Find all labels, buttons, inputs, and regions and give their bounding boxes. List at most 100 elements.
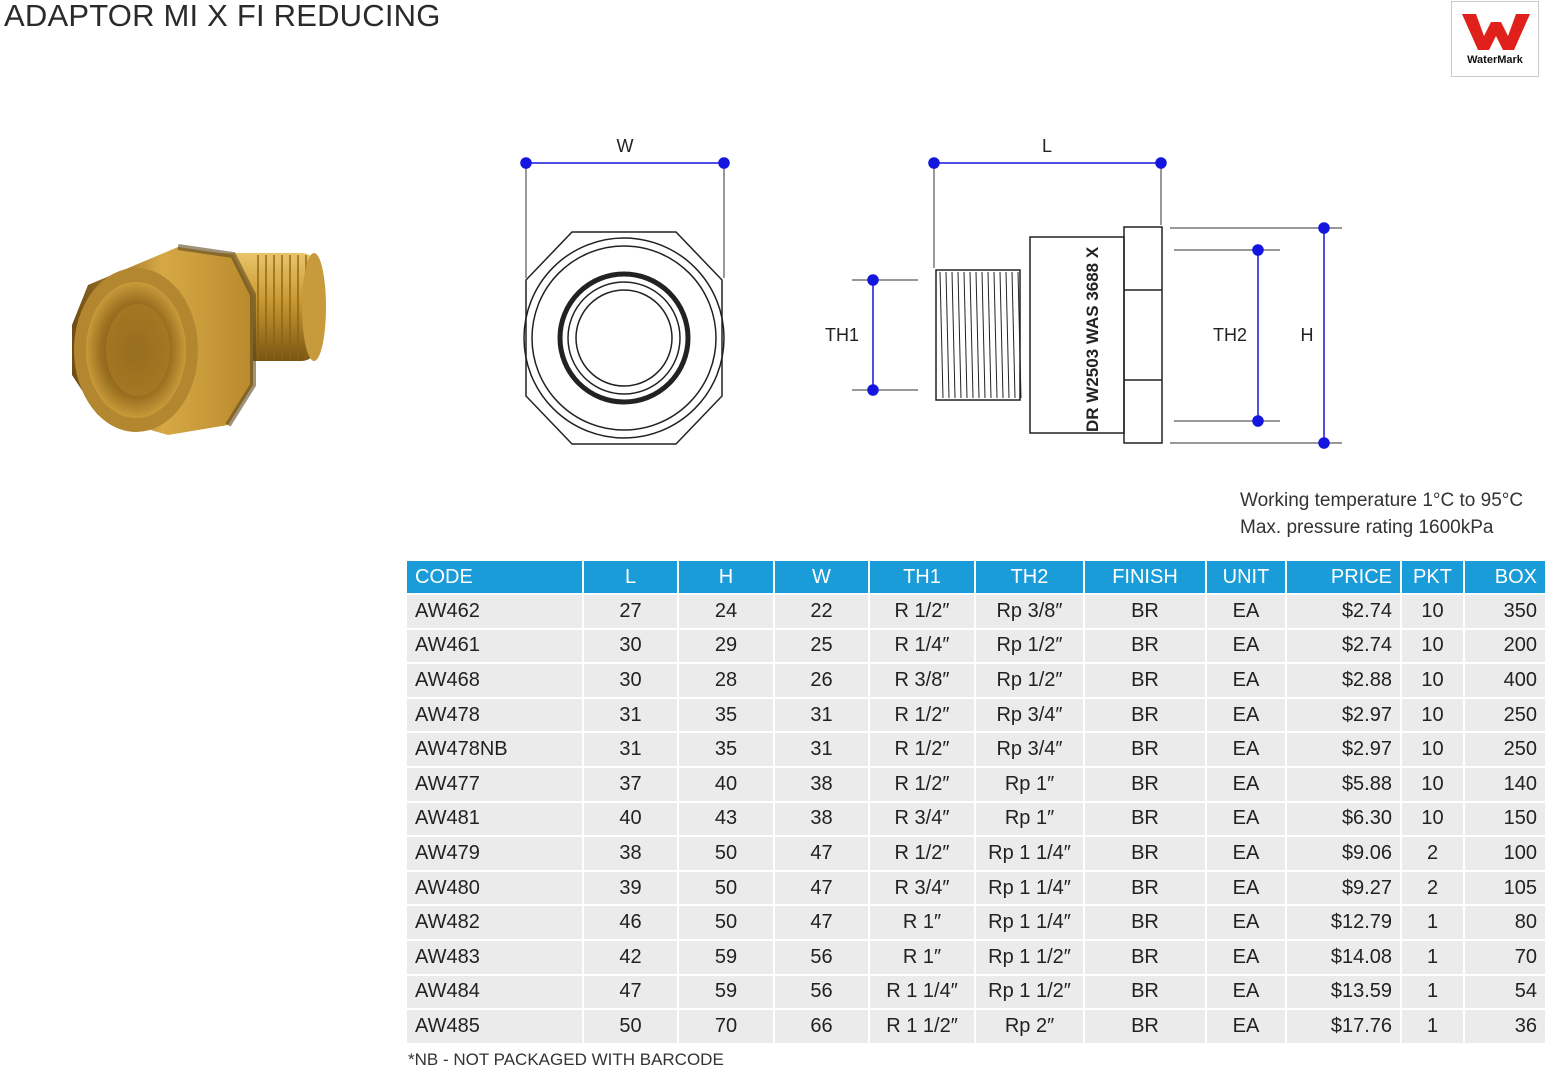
column-header-th1: TH1: [869, 561, 976, 594]
cell-th2: Rp 3/8″: [975, 593, 1085, 629]
cell-h: 29: [678, 627, 775, 664]
cell-w: 31: [774, 731, 870, 767]
cell-pkt: 10: [1401, 627, 1465, 664]
cell-th2: Rp 1 1/4″: [975, 835, 1085, 871]
cell-price: $2.74: [1286, 593, 1402, 629]
cell-h: 24: [678, 593, 775, 629]
cell-pkt: 10: [1401, 593, 1465, 629]
cell-th1: R 3/4″: [869, 869, 976, 906]
cell-pkt: 10: [1401, 662, 1465, 698]
cell-pkt: 10: [1401, 731, 1465, 767]
footnote: *NB - NOT PACKAGED WITH BARCODE: [408, 1050, 724, 1069]
cell-unit: EA: [1206, 835, 1287, 871]
cell-code: AW462: [407, 593, 584, 629]
cell-code: AW485: [407, 1008, 584, 1043]
cell-price: $5.88: [1286, 765, 1402, 802]
cell-code: AW478: [407, 696, 584, 733]
cell-th2: Rp 3/4″: [975, 696, 1085, 733]
cell-h: 35: [678, 731, 775, 767]
side-view: [935, 226, 1163, 444]
cell-w: 22: [774, 593, 870, 629]
column-header-pkt: PKT: [1401, 561, 1465, 594]
cell-code: AW483: [407, 938, 584, 975]
cell-l: 31: [583, 696, 679, 733]
cell-l: 47: [583, 973, 679, 1010]
dim-label-th1: TH1: [825, 325, 859, 345]
cell-l: 40: [583, 800, 679, 837]
cell-h: 70: [678, 1008, 775, 1043]
cell-finish: BR: [1084, 904, 1207, 940]
cell-th1: R 1/4″: [869, 627, 976, 664]
cell-l: 39: [583, 869, 679, 906]
cell-box: 350: [1464, 593, 1545, 629]
cell-th2: Rp 1 1/2″: [975, 973, 1085, 1010]
dim-label-h: H: [1301, 325, 1314, 345]
cell-w: 38: [774, 765, 870, 802]
cell-code: AW482: [407, 904, 584, 940]
column-header-unit: UNIT: [1206, 561, 1287, 594]
cell-finish: BR: [1084, 938, 1207, 975]
cell-w: 26: [774, 662, 870, 698]
cell-th1: R 1 1/2″: [869, 1008, 976, 1043]
cell-price: $14.08: [1286, 938, 1402, 975]
cell-finish: BR: [1084, 1008, 1207, 1043]
cell-th2: Rp 1/2″: [975, 627, 1085, 664]
cell-th1: R 1 1/4″: [869, 973, 976, 1010]
cell-l: 27: [583, 593, 679, 629]
cell-w: 47: [774, 904, 870, 940]
column-header-h: H: [678, 561, 775, 594]
cell-unit: EA: [1206, 1008, 1287, 1043]
cell-th1: R 1/2″: [869, 696, 976, 733]
cell-unit: EA: [1206, 765, 1287, 802]
cell-unit: EA: [1206, 904, 1287, 940]
max-pressure: Max. pressure rating 1600kPa: [1240, 517, 1494, 538]
cell-th1: R 1″: [869, 904, 976, 940]
cell-l: 42: [583, 938, 679, 975]
cell-w: 38: [774, 800, 870, 837]
dim-label-l: L: [1042, 136, 1052, 156]
cell-th2: Rp 3/4″: [975, 731, 1085, 767]
cell-th1: R 1/2″: [869, 835, 976, 871]
cell-th2: Rp 2″: [975, 1008, 1085, 1043]
cell-h: 50: [678, 835, 775, 871]
watermark-label: WaterMark: [1467, 54, 1523, 66]
cell-th1: R 3/8″: [869, 662, 976, 698]
cell-price: $6.30: [1286, 800, 1402, 837]
cell-pkt: 10: [1401, 800, 1465, 837]
cell-unit: EA: [1206, 800, 1287, 837]
cell-h: 59: [678, 973, 775, 1010]
cell-w: 66: [774, 1008, 870, 1043]
cell-finish: BR: [1084, 662, 1207, 698]
watermark-logo: WaterMark: [1451, 1, 1539, 77]
cell-l: 37: [583, 765, 679, 802]
cell-finish: BR: [1084, 869, 1207, 906]
cell-code: AW480: [407, 869, 584, 906]
cell-th1: R 1/2″: [869, 765, 976, 802]
working-temperature: Working temperature 1°C to 95°C: [1240, 490, 1524, 511]
cell-w: 56: [774, 938, 870, 975]
cell-h: 28: [678, 662, 775, 698]
cell-th2: Rp 1 1/4″: [975, 904, 1085, 940]
cell-box: 36: [1464, 1008, 1545, 1043]
dim-label-w: W: [617, 136, 634, 156]
cell-h: 40: [678, 765, 775, 802]
cell-w: 31: [774, 696, 870, 733]
cell-box: 70: [1464, 938, 1545, 975]
cell-box: 400: [1464, 662, 1545, 698]
column-header-l: L: [583, 561, 679, 594]
cell-pkt: 1: [1401, 973, 1465, 1010]
column-header-w: W: [774, 561, 870, 594]
cell-unit: EA: [1206, 869, 1287, 906]
cell-w: 47: [774, 869, 870, 906]
cell-finish: BR: [1084, 627, 1207, 664]
side-marking: DR W2503 WAS 3688 X: [1083, 246, 1102, 432]
cell-th2: Rp 1″: [975, 765, 1085, 802]
cell-unit: EA: [1206, 731, 1287, 767]
